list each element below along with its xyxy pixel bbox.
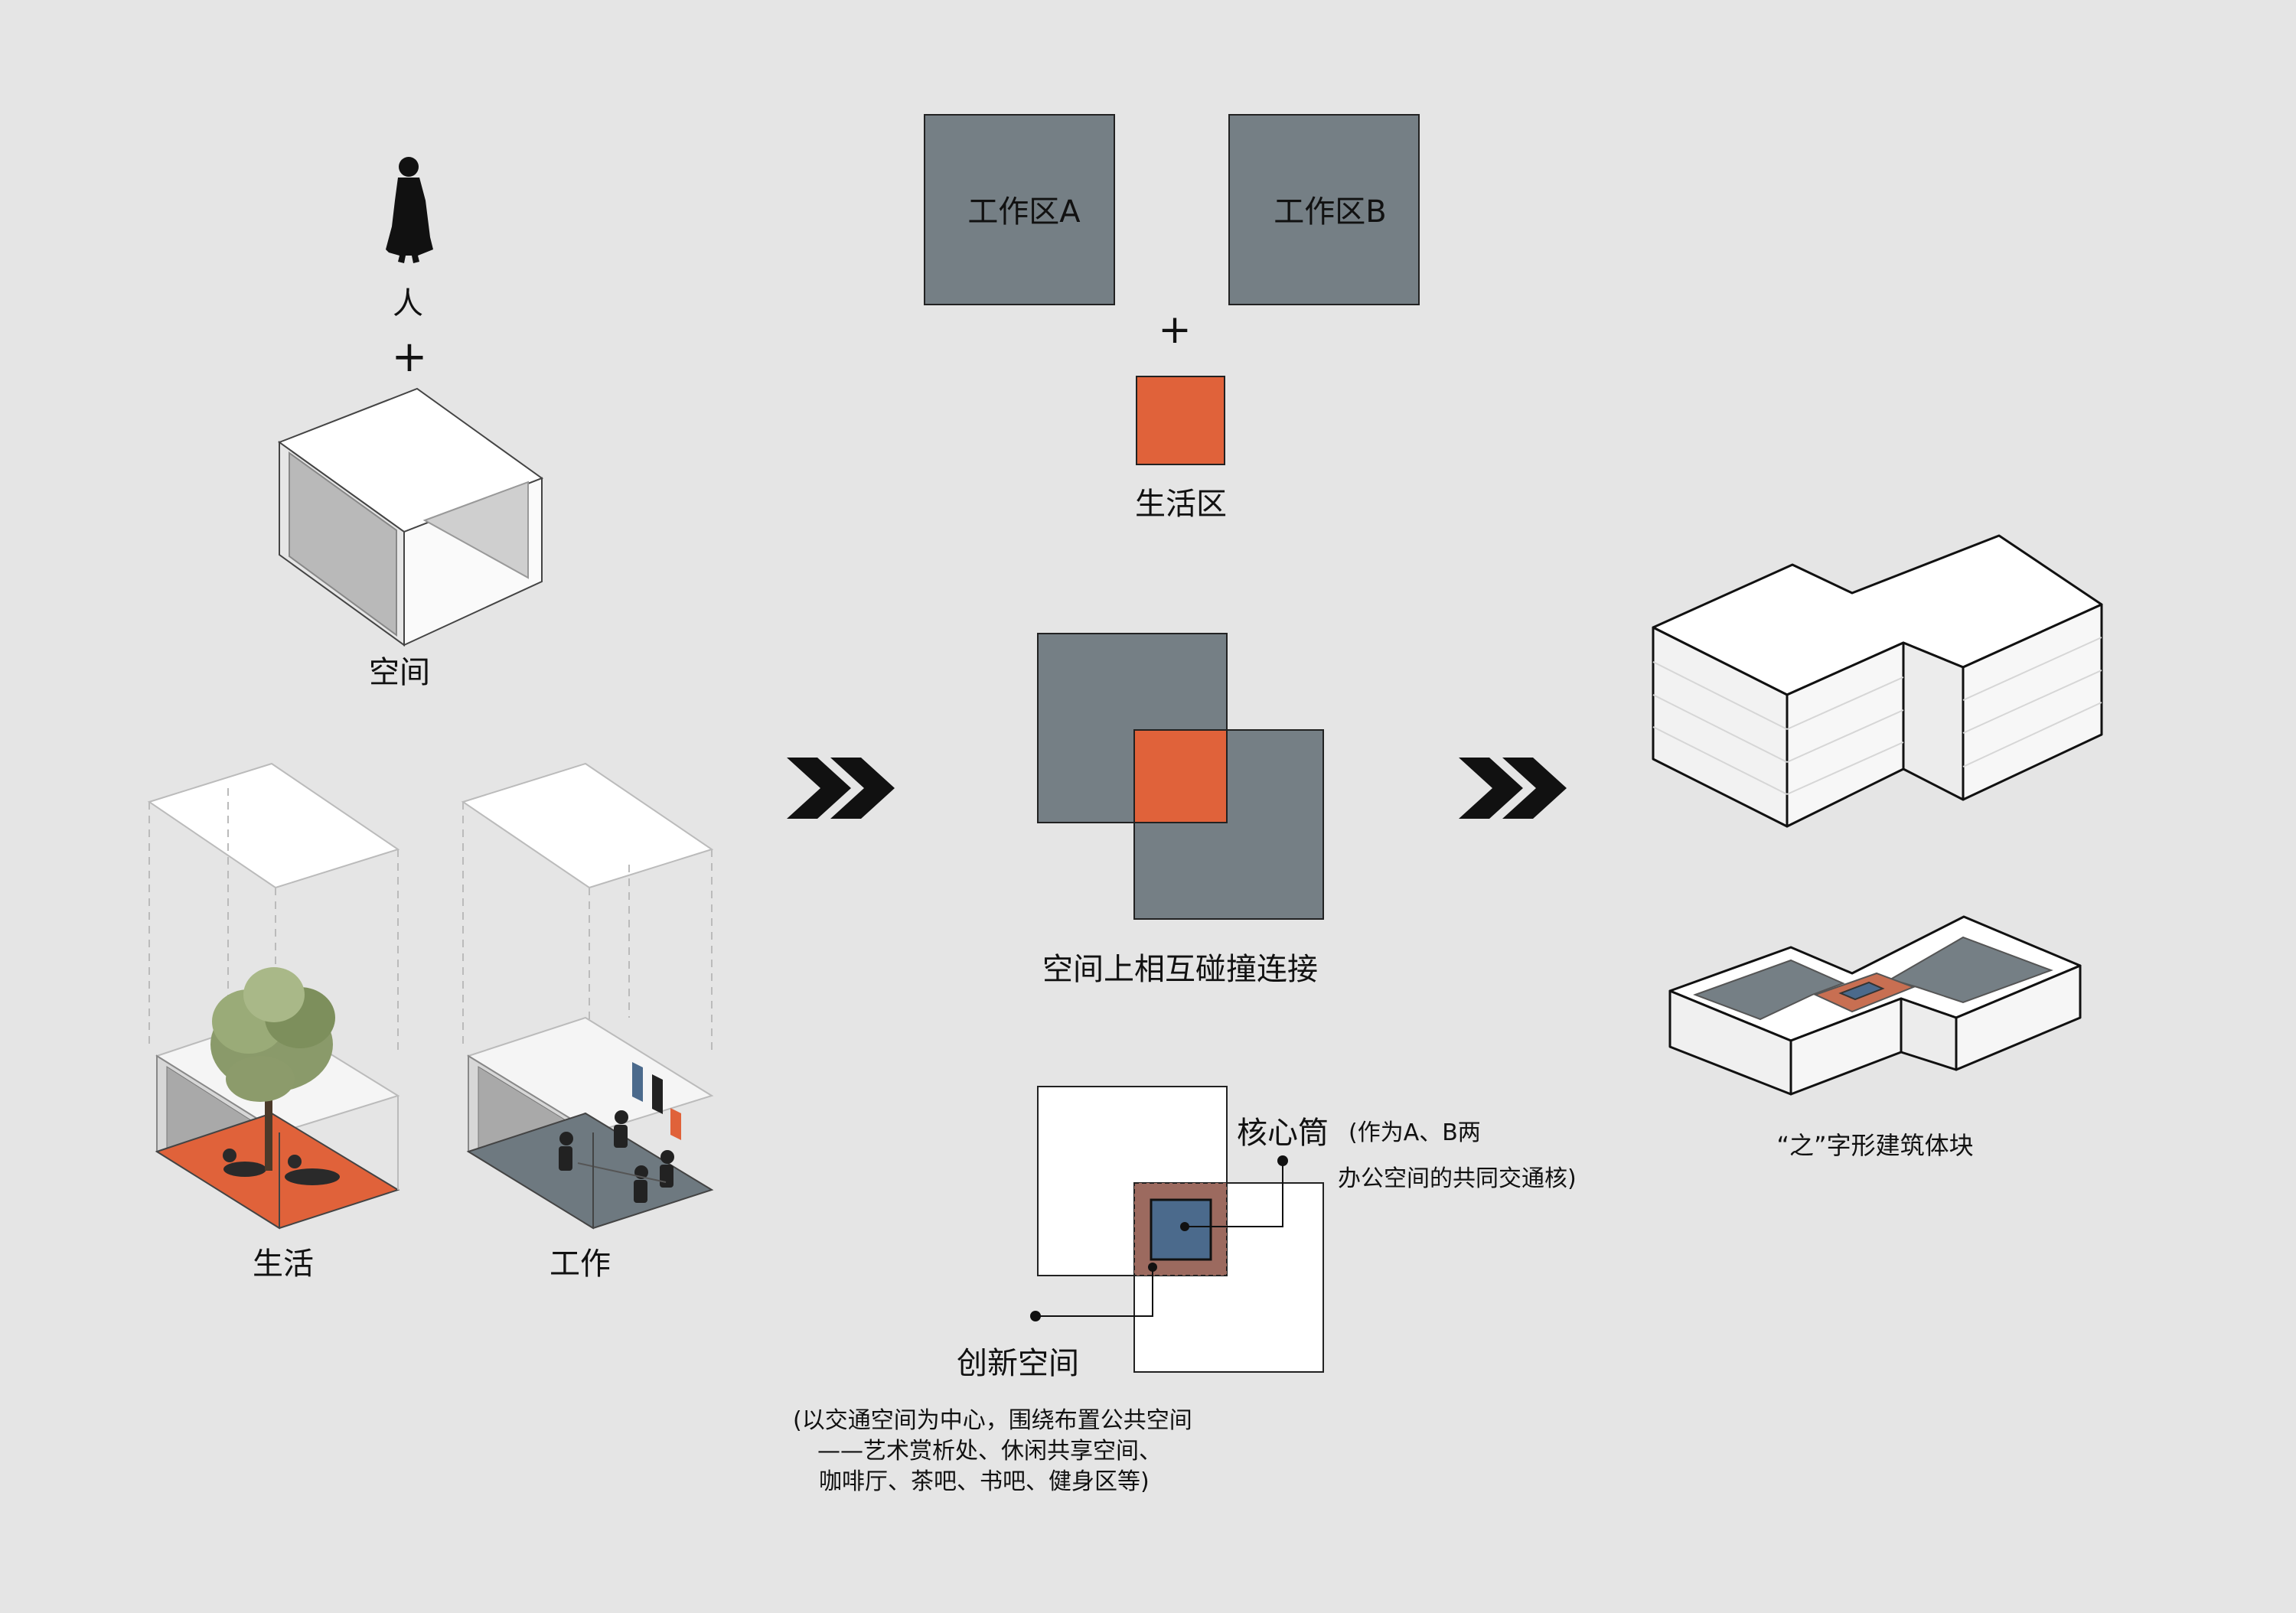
- building-label: “之”字形建筑体块: [1776, 1131, 1973, 1160]
- space-label: 空间: [369, 655, 430, 690]
- innovation-note-line2: ——艺术赏析处、休闲共享空间、: [817, 1438, 1162, 1465]
- person-silhouette-icon: [386, 157, 433, 263]
- collision-label: 空间上相互碰撞连接: [1042, 952, 1318, 987]
- core-title: 核心筒: [1237, 1116, 1329, 1151]
- floor-plate-zones: [1693, 936, 2053, 1021]
- zones-plus-sign: +: [1158, 307, 1192, 353]
- space-box: [277, 387, 544, 647]
- wall-panels: [632, 1062, 681, 1140]
- core-leader-line: [1185, 1161, 1283, 1227]
- living-label: 生活: [253, 1246, 314, 1282]
- zigzag-building-mass: [1652, 534, 2103, 828]
- double-chevron-arrow-icon: [1459, 758, 1567, 819]
- work-zone-a: [924, 114, 1115, 305]
- tree-icon: [210, 967, 335, 1171]
- work-zone-b-label: 工作区B: [1274, 194, 1386, 230]
- innovation-leader-line: [1035, 1267, 1153, 1317]
- work-module: [461, 762, 714, 1230]
- innovation-title: 创新空间: [957, 1346, 1079, 1381]
- work-zone-b: [1228, 114, 1420, 305]
- work-zone-a-label: 工作区A: [967, 194, 1081, 230]
- innovation-note-line1: (以交通空间为中心，围绕布置公共空间: [793, 1407, 1192, 1434]
- core-note-line1: (作为A、B两: [1349, 1119, 1481, 1146]
- collision-diagram: [1037, 633, 1324, 920]
- person-label: 人: [393, 286, 423, 321]
- seated-people-silhouettes: [559, 1110, 674, 1203]
- innovation-note-line3: 咖啡厅、茶吧、书吧、健身区等): [819, 1468, 1150, 1495]
- core-tube: [1150, 1198, 1212, 1261]
- reclining-people-silhouettes: [223, 1149, 340, 1185]
- plus-sign: +: [392, 332, 428, 382]
- core-note-line2: 办公空间的共同交通核): [1338, 1165, 1577, 1192]
- work-label: 工作: [550, 1246, 611, 1282]
- living-zone-label: 生活区: [1135, 487, 1227, 522]
- living-zone: [1136, 376, 1225, 465]
- core-diagram: [1030, 1086, 1324, 1373]
- double-chevron-arrow-icon: [787, 758, 895, 819]
- living-module: [147, 762, 400, 1230]
